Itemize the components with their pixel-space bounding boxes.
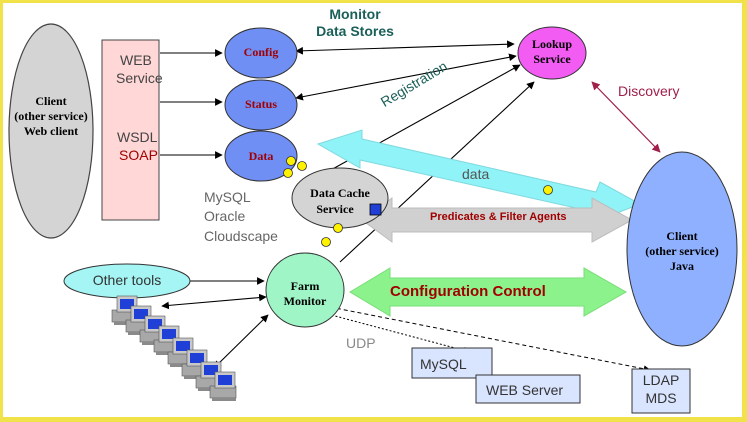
title-line1: Monitor xyxy=(329,6,381,22)
db-mysql-label: MySQL xyxy=(204,189,251,205)
farm-line1: Farm xyxy=(290,279,320,293)
lookup-line1: Lookup xyxy=(531,37,573,51)
predicates-label: Predicates & Filter Agents xyxy=(430,211,567,223)
client-right-line1: Client xyxy=(666,229,698,243)
mysql-box-label: MySQL xyxy=(420,356,467,372)
client-right-line2: (other service) xyxy=(645,244,719,258)
cache-line1: Data Cache xyxy=(310,186,370,200)
service-label: Service xyxy=(116,70,163,86)
cache-square-marker xyxy=(369,203,382,216)
ldap-box xyxy=(631,368,691,414)
wsdl-label: WSDL xyxy=(117,129,158,145)
data-arrow-label: data xyxy=(462,166,490,182)
client-right-ellipse xyxy=(626,151,738,347)
ldap-line1: LDAP xyxy=(642,372,680,388)
arrow-farm-nodes-a xyxy=(161,293,267,310)
configuration-control-arrow xyxy=(349,267,628,317)
arrow-farm-nodes-b xyxy=(213,314,269,369)
compute-nodes-icon xyxy=(111,295,237,402)
arrow-udp-ldap xyxy=(329,306,651,373)
client-left-line2: (other service) xyxy=(14,109,88,123)
discovery-label: Discovery xyxy=(618,83,680,99)
client-left-line1: Client xyxy=(35,94,67,108)
farm-monitor-ellipse xyxy=(265,252,345,328)
status-label: Status xyxy=(244,97,277,111)
data-dots xyxy=(283,156,553,247)
arrow-udp-mysql xyxy=(319,311,471,354)
lookup-service-ellipse xyxy=(517,26,587,80)
db-cloudscape-label: Cloudscape xyxy=(204,228,278,244)
web-server-label: WEB Server xyxy=(486,382,564,398)
lookup-line2: Service xyxy=(533,52,571,66)
db-oracle-label: Oracle xyxy=(204,208,246,224)
udp-label: UDP xyxy=(346,335,376,351)
client-left-ellipse xyxy=(8,23,94,239)
arrow-status-lookup xyxy=(295,53,517,101)
client-left-line3: Web client xyxy=(23,124,79,138)
client-right-line3: Java xyxy=(670,259,694,273)
arrow-discovery xyxy=(591,81,661,153)
web-label: WEB xyxy=(120,52,152,68)
soap-label: SOAP xyxy=(119,147,158,163)
web-service-box xyxy=(101,39,160,221)
other-tools-label: Other tools xyxy=(92,272,162,288)
ldap-line2: MDS xyxy=(645,390,677,406)
configuration-control-label: Configuration Control xyxy=(390,283,546,300)
mysql-box xyxy=(411,347,493,379)
data-store-ellipse xyxy=(224,130,298,182)
status-store-ellipse xyxy=(224,79,298,131)
config-store-ellipse xyxy=(224,27,298,79)
arrow-config-lookup xyxy=(295,40,515,55)
web-server-box xyxy=(475,374,581,404)
farm-line2: Monitor xyxy=(283,294,327,308)
config-label: Config xyxy=(243,45,279,59)
data-label: Data xyxy=(248,149,274,163)
cache-line2: Service xyxy=(316,202,354,216)
title-line2: Data Stores xyxy=(316,23,394,39)
